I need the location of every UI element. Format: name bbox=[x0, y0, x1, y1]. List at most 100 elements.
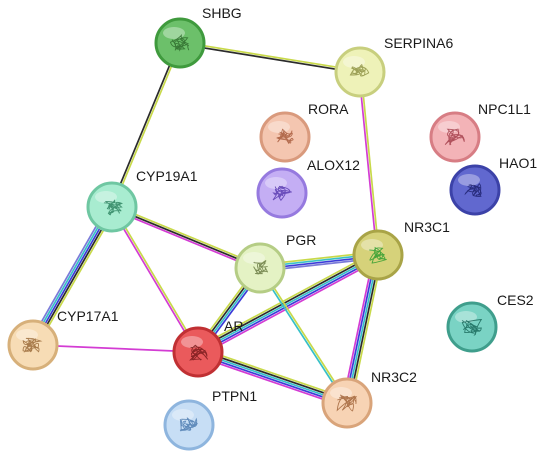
edge-cyp19a1-ar[interactable] bbox=[110, 206, 200, 353]
edge-evidence-line bbox=[358, 72, 378, 256]
edge-evidence-line bbox=[360, 71, 380, 255]
node-cyp17a1[interactable]: CYP17A1 bbox=[7, 308, 119, 371]
node-label-cyp19a1: CYP19A1 bbox=[136, 168, 198, 184]
edge-evidence-line bbox=[350, 255, 383, 405]
edge-evidence-line bbox=[197, 351, 348, 404]
node-highlight bbox=[181, 336, 203, 348]
node-circle bbox=[7, 319, 59, 371]
node-pgr[interactable]: PGR bbox=[234, 232, 316, 294]
node-highlight bbox=[243, 252, 265, 264]
node-label-shbg: SHBG bbox=[202, 5, 242, 21]
node-highlight bbox=[458, 174, 480, 186]
protein-structure-icon bbox=[444, 128, 465, 146]
edge-evidence-line bbox=[198, 256, 380, 355]
node-nr3c1[interactable]: NR3C1 bbox=[352, 219, 450, 281]
edge-evidence-line bbox=[110, 42, 180, 207]
edge-evidence-line bbox=[196, 355, 346, 408]
protein-structure-icon bbox=[464, 183, 482, 197]
edge-shbg-cyp19a1[interactable] bbox=[110, 42, 182, 208]
edge-evidence-line bbox=[342, 253, 375, 403]
edge-evidence-line bbox=[197, 353, 347, 406]
protein-structure-icon bbox=[22, 337, 43, 353]
node-highlight bbox=[343, 56, 365, 68]
node-nr3c2[interactable]: NR3C2 bbox=[321, 369, 417, 429]
edge-evidence-line bbox=[32, 344, 199, 353]
node-highlight bbox=[95, 191, 117, 203]
node-highlight bbox=[361, 239, 383, 251]
protein-structure-icon bbox=[272, 185, 292, 202]
edge-evidence-line bbox=[199, 257, 381, 357]
node-ces2[interactable]: CES2 bbox=[446, 292, 534, 353]
edge-evidence-line bbox=[195, 250, 377, 350]
node-alox12[interactable]: ALOX12 bbox=[256, 157, 360, 219]
protein-structure-icon bbox=[461, 319, 483, 336]
edge-evidence-line bbox=[258, 268, 347, 405]
node-label-npc1l1: NPC1L1 bbox=[478, 101, 531, 117]
node-label-pgr: PGR bbox=[286, 232, 316, 248]
edge-evidence-line bbox=[32, 206, 113, 346]
node-highlight bbox=[16, 329, 38, 341]
node-highlight bbox=[268, 121, 290, 133]
edge-cyp19a1-pgr[interactable] bbox=[110, 204, 262, 271]
edge-ar-nr3c1[interactable] bbox=[195, 250, 381, 357]
edge-pgr-nr3c2[interactable] bbox=[258, 266, 349, 405]
node-label-hao1: HAO1 bbox=[499, 155, 537, 171]
node-highlight bbox=[330, 387, 352, 399]
edge-evidence-line bbox=[110, 207, 198, 353]
edge-evidence-line bbox=[35, 208, 117, 348]
node-label-serpina6: SERPINA6 bbox=[384, 35, 453, 51]
node-ar[interactable]: AR bbox=[172, 318, 243, 378]
node-circle bbox=[234, 242, 286, 294]
edge-evidence-line bbox=[196, 252, 378, 351]
protein-structure-icon bbox=[179, 417, 198, 432]
node-hao1[interactable]: HAO1 bbox=[449, 155, 537, 216]
node-label-nr3c1: NR3C1 bbox=[404, 219, 450, 235]
edge-evidence-line bbox=[197, 254, 379, 353]
protein-structure-icon bbox=[169, 33, 190, 52]
edge-cyp17a1-ar[interactable] bbox=[32, 344, 199, 353]
node-label-cyp17a1: CYP17A1 bbox=[57, 308, 119, 324]
node-shbg[interactable]: SHBG bbox=[154, 5, 242, 69]
protein-structure-icon bbox=[253, 260, 269, 275]
node-circle bbox=[154, 17, 206, 69]
node-label-nr3c2: NR3C2 bbox=[371, 369, 417, 385]
protein-structure-icon bbox=[349, 63, 370, 77]
edge-evidence-line bbox=[112, 204, 262, 267]
edge-shbg-serpina6[interactable] bbox=[179, 41, 361, 74]
edge-evidence-line bbox=[112, 43, 182, 208]
node-label-ces2: CES2 bbox=[497, 292, 534, 308]
edge-evidence-line bbox=[180, 41, 361, 72]
node-label-rora: RORA bbox=[308, 101, 349, 117]
node-serpina6[interactable]: SERPINA6 bbox=[334, 35, 453, 98]
edge-evidence-line bbox=[198, 349, 348, 402]
protein-structure-icon bbox=[103, 199, 124, 216]
node-label-alox12: ALOX12 bbox=[307, 157, 360, 173]
edge-evidence-line bbox=[110, 208, 260, 271]
node-cyp19a1[interactable]: CYP19A1 bbox=[86, 168, 198, 233]
node-highlight bbox=[265, 177, 287, 189]
edge-ar-nr3c2[interactable] bbox=[196, 347, 349, 408]
node-ptpn1[interactable]: PTPN1 bbox=[163, 388, 257, 451]
edge-evidence-line bbox=[30, 205, 111, 345]
node-npc1l1[interactable]: NPC1L1 bbox=[429, 101, 531, 163]
node-highlight bbox=[455, 311, 477, 323]
edge-evidence-line bbox=[28, 204, 110, 344]
protein-structure-icon bbox=[189, 344, 209, 361]
protein-structure-icon bbox=[276, 128, 294, 145]
node-highlight bbox=[163, 27, 185, 39]
node-label-ptpn1: PTPN1 bbox=[212, 388, 257, 404]
edge-evidence-line bbox=[199, 347, 349, 400]
node-label-ar: AR bbox=[224, 318, 243, 334]
protein-structure-icon bbox=[369, 246, 387, 264]
edge-evidence-line bbox=[111, 206, 261, 269]
edge-cyp19a1-cyp17a1[interactable] bbox=[28, 204, 117, 348]
edge-evidence-line bbox=[260, 266, 349, 403]
edge-evidence-line bbox=[34, 207, 115, 347]
edge-evidence-line bbox=[112, 206, 200, 352]
node-highlight bbox=[172, 409, 194, 421]
edge-serpina6-nr3c1[interactable] bbox=[358, 71, 380, 256]
edge-evidence-line bbox=[179, 43, 360, 74]
node-rora[interactable]: RORA bbox=[259, 101, 349, 163]
